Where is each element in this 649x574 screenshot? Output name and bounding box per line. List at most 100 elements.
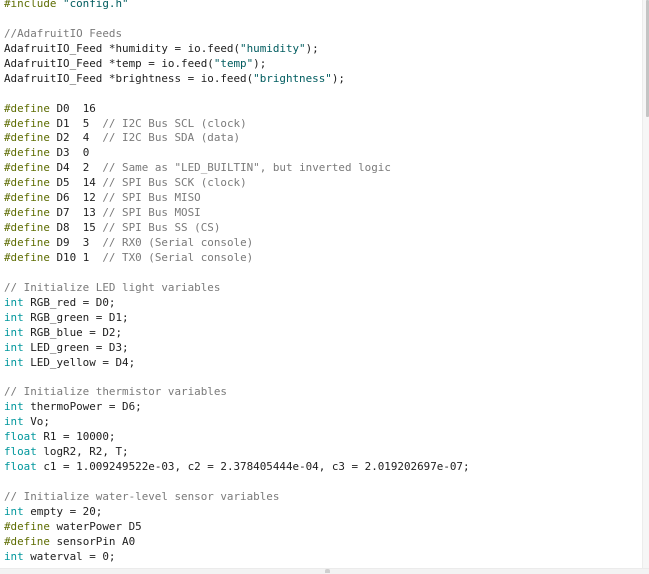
comment-token: // Initialize water-level sensor variabl… — [4, 489, 280, 503]
code-token: RGB_red = D0; — [23, 295, 116, 309]
code-line[interactable]: // Initialize thermistor variables — [4, 385, 470, 400]
code-token: waterPower D5 — [49, 519, 142, 533]
type-keyword-token: int — [4, 340, 24, 354]
code-line[interactable]: #define D0 16 — [4, 102, 470, 117]
preprocessor-token: #define — [4, 519, 50, 533]
code-token: D8 15 — [49, 221, 103, 235]
preprocessor-token: #define — [4, 534, 50, 548]
code-line[interactable]: AdafruitIO_Feed *humidity = io.feed("hum… — [4, 42, 470, 57]
code-line[interactable] — [4, 87, 470, 102]
type-keyword-token: float — [4, 460, 37, 474]
code-token: AdafruitIO_Feed *humidity = io.feed( — [4, 41, 241, 55]
type-keyword-token: int — [4, 295, 24, 309]
code-token: empty = 20; — [23, 504, 103, 518]
code-line[interactable]: int thermoPower = D6; — [4, 400, 470, 415]
vertical-scrollbar-thumb[interactable] — [646, 0, 649, 117]
code-line[interactable] — [4, 266, 470, 281]
code-token: RGB_blue = D2; — [23, 325, 123, 339]
code-token: sensorPin A0 — [49, 534, 136, 548]
string-literal-token: "config.h" — [63, 0, 129, 10]
type-keyword-token: int — [4, 325, 24, 339]
type-keyword-token: int — [4, 400, 24, 414]
code-line[interactable]: int empty = 20; — [4, 505, 470, 520]
code-token: D1 5 — [49, 116, 103, 130]
preprocessor-token: #define — [4, 131, 50, 145]
type-keyword-token: int — [4, 355, 24, 369]
resize-handle-icon[interactable] — [325, 569, 330, 573]
preprocessor-token: #define — [4, 191, 50, 205]
code-token: D2 4 — [49, 131, 103, 145]
code-line[interactable]: int LED_green = D3; — [4, 341, 470, 356]
code-line[interactable]: #define D7 13 // SPI Bus MOSI — [4, 206, 470, 221]
comment-token: // SPI Bus SS (CS) — [102, 221, 221, 235]
code-line[interactable]: AdafruitIO_Feed *brightness = io.feed("b… — [4, 72, 470, 87]
code-line[interactable]: #define D5 14 // SPI Bus SCK (clock) — [4, 176, 470, 191]
type-keyword-token: int — [4, 310, 24, 324]
code-token: D10 1 — [49, 250, 103, 264]
comment-token: // SPI Bus MOSI — [102, 206, 201, 220]
code-line[interactable]: int waterval = 0; — [4, 550, 470, 565]
code-line[interactable]: float R1 = 10000; — [4, 430, 470, 445]
preprocessor-token: #include — [4, 0, 64, 10]
code-line[interactable]: int RGB_green = D1; — [4, 311, 470, 326]
code-line[interactable] — [4, 370, 470, 385]
code-line[interactable]: float logR2, R2, T; — [4, 445, 470, 460]
code-token: LED_yellow = D4; — [23, 355, 136, 369]
string-literal-token: "temp" — [213, 56, 254, 70]
preprocessor-token: #define — [4, 146, 50, 160]
preprocessor-token: #define — [4, 250, 50, 264]
code-line[interactable]: int RGB_blue = D2; — [4, 326, 470, 341]
code-line[interactable]: int RGB_red = D0; — [4, 296, 470, 311]
code-token: D7 13 — [49, 206, 103, 220]
code-token: ); — [305, 41, 319, 55]
code-token: R1 = 10000; — [36, 430, 116, 444]
code-line[interactable]: #define D10 1 // TX0 (Serial console) — [4, 251, 470, 266]
code-line[interactable]: #define D2 4 // I2C Bus SDA (data) — [4, 131, 470, 146]
vertical-scrollbar-track[interactable] — [642, 0, 649, 568]
preprocessor-token: #define — [4, 221, 50, 235]
type-keyword-token: int — [4, 504, 24, 518]
code-line[interactable]: #define D9 3 // RX0 (Serial console) — [4, 236, 470, 251]
code-line[interactable]: //AdafruitIO Feeds — [4, 27, 470, 42]
editor-bottom-edge — [0, 568, 649, 574]
code-line[interactable]: #define waterPower D5 — [4, 520, 470, 535]
code-line[interactable]: int Vo; — [4, 415, 470, 430]
comment-token: // I2C Bus SDA (data) — [102, 131, 241, 145]
code-token: waterval = 0; — [23, 549, 116, 563]
string-literal-token: "brightness" — [253, 71, 332, 85]
code-token: ); — [253, 56, 267, 70]
code-token: D4 2 — [49, 161, 103, 175]
preprocessor-token: #define — [4, 161, 50, 175]
comment-token: //AdafruitIO Feeds — [4, 26, 123, 40]
code-line[interactable]: #define sensorPin A0 — [4, 535, 470, 550]
string-literal-token: "humidity" — [240, 41, 306, 55]
type-keyword-token: int — [4, 549, 24, 563]
code-token: D0 16 — [49, 101, 96, 115]
preprocessor-token: #define — [4, 206, 50, 220]
code-line[interactable]: #define D4 2 // Same as "LED_BUILTIN", b… — [4, 161, 470, 176]
comment-token: // SPI Bus MISO — [102, 191, 201, 205]
code-line[interactable]: #include "config.h" — [4, 0, 470, 12]
code-line[interactable]: #define D8 15 // SPI Bus SS (CS) — [4, 221, 470, 236]
code-line[interactable]: #define D6 12 // SPI Bus MISO — [4, 191, 470, 206]
code-line[interactable]: int LED_yellow = D4; — [4, 356, 470, 371]
code-line[interactable] — [4, 12, 470, 27]
code-token: thermoPower = D6; — [23, 400, 142, 414]
comment-token: // TX0 (Serial console) — [102, 250, 254, 264]
comment-token: // Initialize thermistor variables — [4, 385, 227, 399]
code-line[interactable]: // Initialize LED light variables — [4, 281, 470, 296]
comment-token: // Initialize LED light variables — [4, 280, 221, 294]
code-line[interactable] — [4, 475, 470, 490]
code-token: D3 0 — [49, 146, 90, 160]
code-line[interactable]: AdafruitIO_Feed *temp = io.feed("temp"); — [4, 57, 470, 72]
code-line[interactable]: float c1 = 1.009249522e-03, c2 = 2.37840… — [4, 460, 470, 475]
code-line[interactable]: // Initialize water-level sensor variabl… — [4, 490, 470, 505]
code-token: RGB_green = D1; — [23, 310, 129, 324]
code-line[interactable]: #define D3 0 — [4, 146, 470, 161]
code-line[interactable]: #define D1 5 // I2C Bus SCL (clock) — [4, 117, 470, 132]
comment-token: // I2C Bus SCL (clock) — [102, 116, 247, 130]
preprocessor-token: #define — [4, 116, 50, 130]
code-token: logR2, R2, T; — [36, 445, 129, 459]
